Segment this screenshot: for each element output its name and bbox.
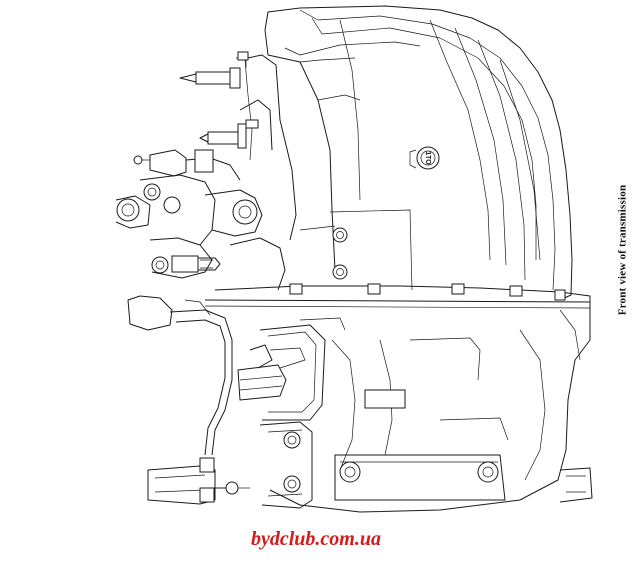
figure-caption: Front view of transmission xyxy=(612,170,632,330)
lower-mounts xyxy=(260,422,592,508)
figure-caption-text: Front view of transmission xyxy=(616,184,629,316)
transmission-case xyxy=(205,210,590,512)
shift-linkage xyxy=(116,175,285,290)
release-fork xyxy=(238,325,325,420)
case-bolts xyxy=(284,228,498,492)
fill-plug: 1TO xyxy=(410,147,439,169)
bell-housing xyxy=(265,6,572,300)
plug-marking: 1TO xyxy=(424,151,431,165)
shift-tower xyxy=(134,52,296,240)
flange-bolts xyxy=(290,284,565,300)
watermark-text: bydclub.com.ua xyxy=(251,528,381,550)
hydraulic-line xyxy=(128,296,250,504)
